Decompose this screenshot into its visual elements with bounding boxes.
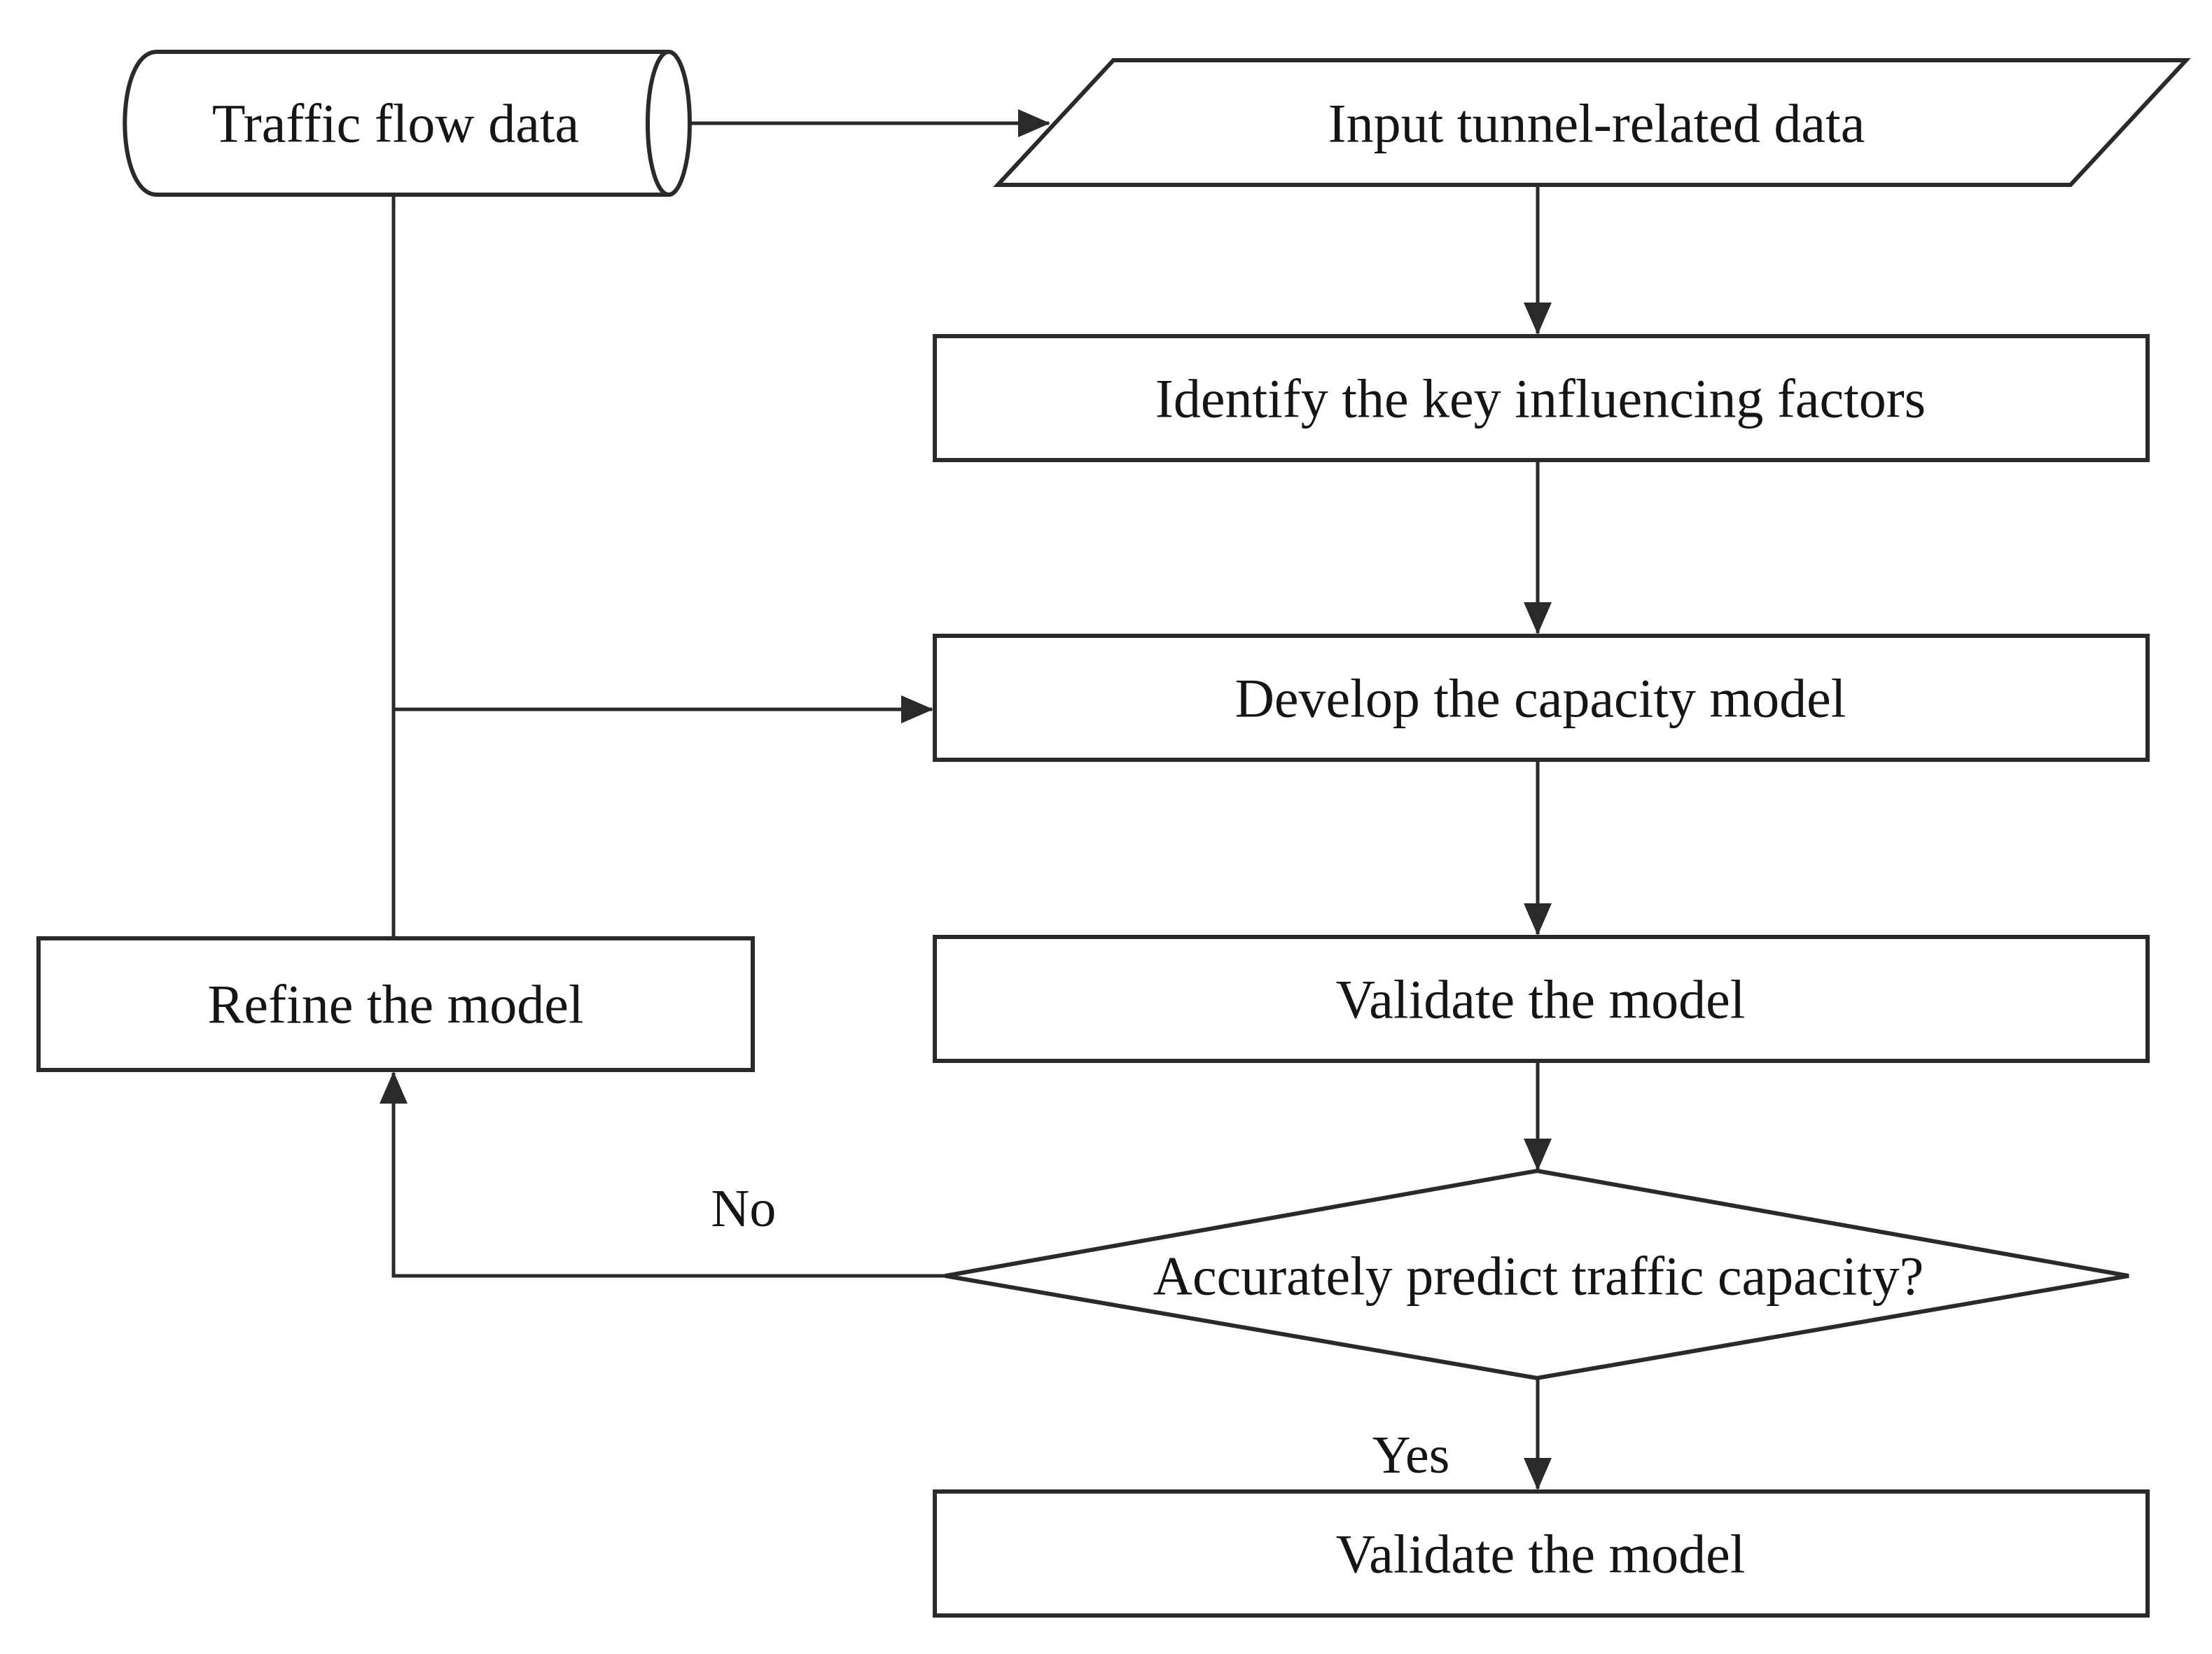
traffic-flow-data-label: Traffic flow data — [212, 93, 579, 154]
edge-decision-no — [380, 1071, 945, 1278]
node-identify-factors: Identify the key influencing factors — [933, 334, 2150, 462]
input-data-parallelogram — [993, 58, 2191, 187]
final-validate-label: Validate the model — [1336, 1524, 1746, 1585]
refine-model-label: Refine the model — [207, 974, 583, 1035]
node-validate-model-final: Validate the model — [933, 1489, 2150, 1618]
yes-edge-label: Yes — [1372, 1426, 1450, 1485]
input-data-label: Input tunnel-related data — [1328, 93, 1865, 154]
no-edge-label: No — [711, 1179, 777, 1238]
refine-model-box — [36, 936, 755, 1072]
node-decision: Accurately predict traffic capacity? — [945, 1168, 2129, 1381]
validate-model-box — [933, 935, 2150, 1063]
identify-factors-label: Identify the key influencing factors — [1155, 368, 1926, 429]
node-validate-model: Validate the model — [933, 935, 2150, 1063]
identify-factors-box — [933, 334, 2150, 462]
develop-model-label: Develop the capacity model — [1235, 668, 1846, 729]
traffic-flow-data-cylinder — [123, 50, 669, 197]
node-develop-model: Develop the capacity model — [933, 634, 2150, 762]
final-validate-box — [933, 1489, 2150, 1618]
node-input-tunnel-data: Input tunnel-related data — [993, 58, 2191, 187]
traffic-flow-data-cylinder-end — [646, 50, 692, 197]
decision-label: Accurately predict traffic capacity? — [1153, 1246, 1924, 1307]
develop-model-box — [933, 634, 2150, 762]
decision-diamond — [945, 1168, 2129, 1381]
node-traffic-flow-data: Traffic flow data — [123, 50, 692, 197]
node-refine-model: Refine the model — [36, 936, 755, 1072]
validate-model-label: Validate the model — [1336, 969, 1746, 1030]
